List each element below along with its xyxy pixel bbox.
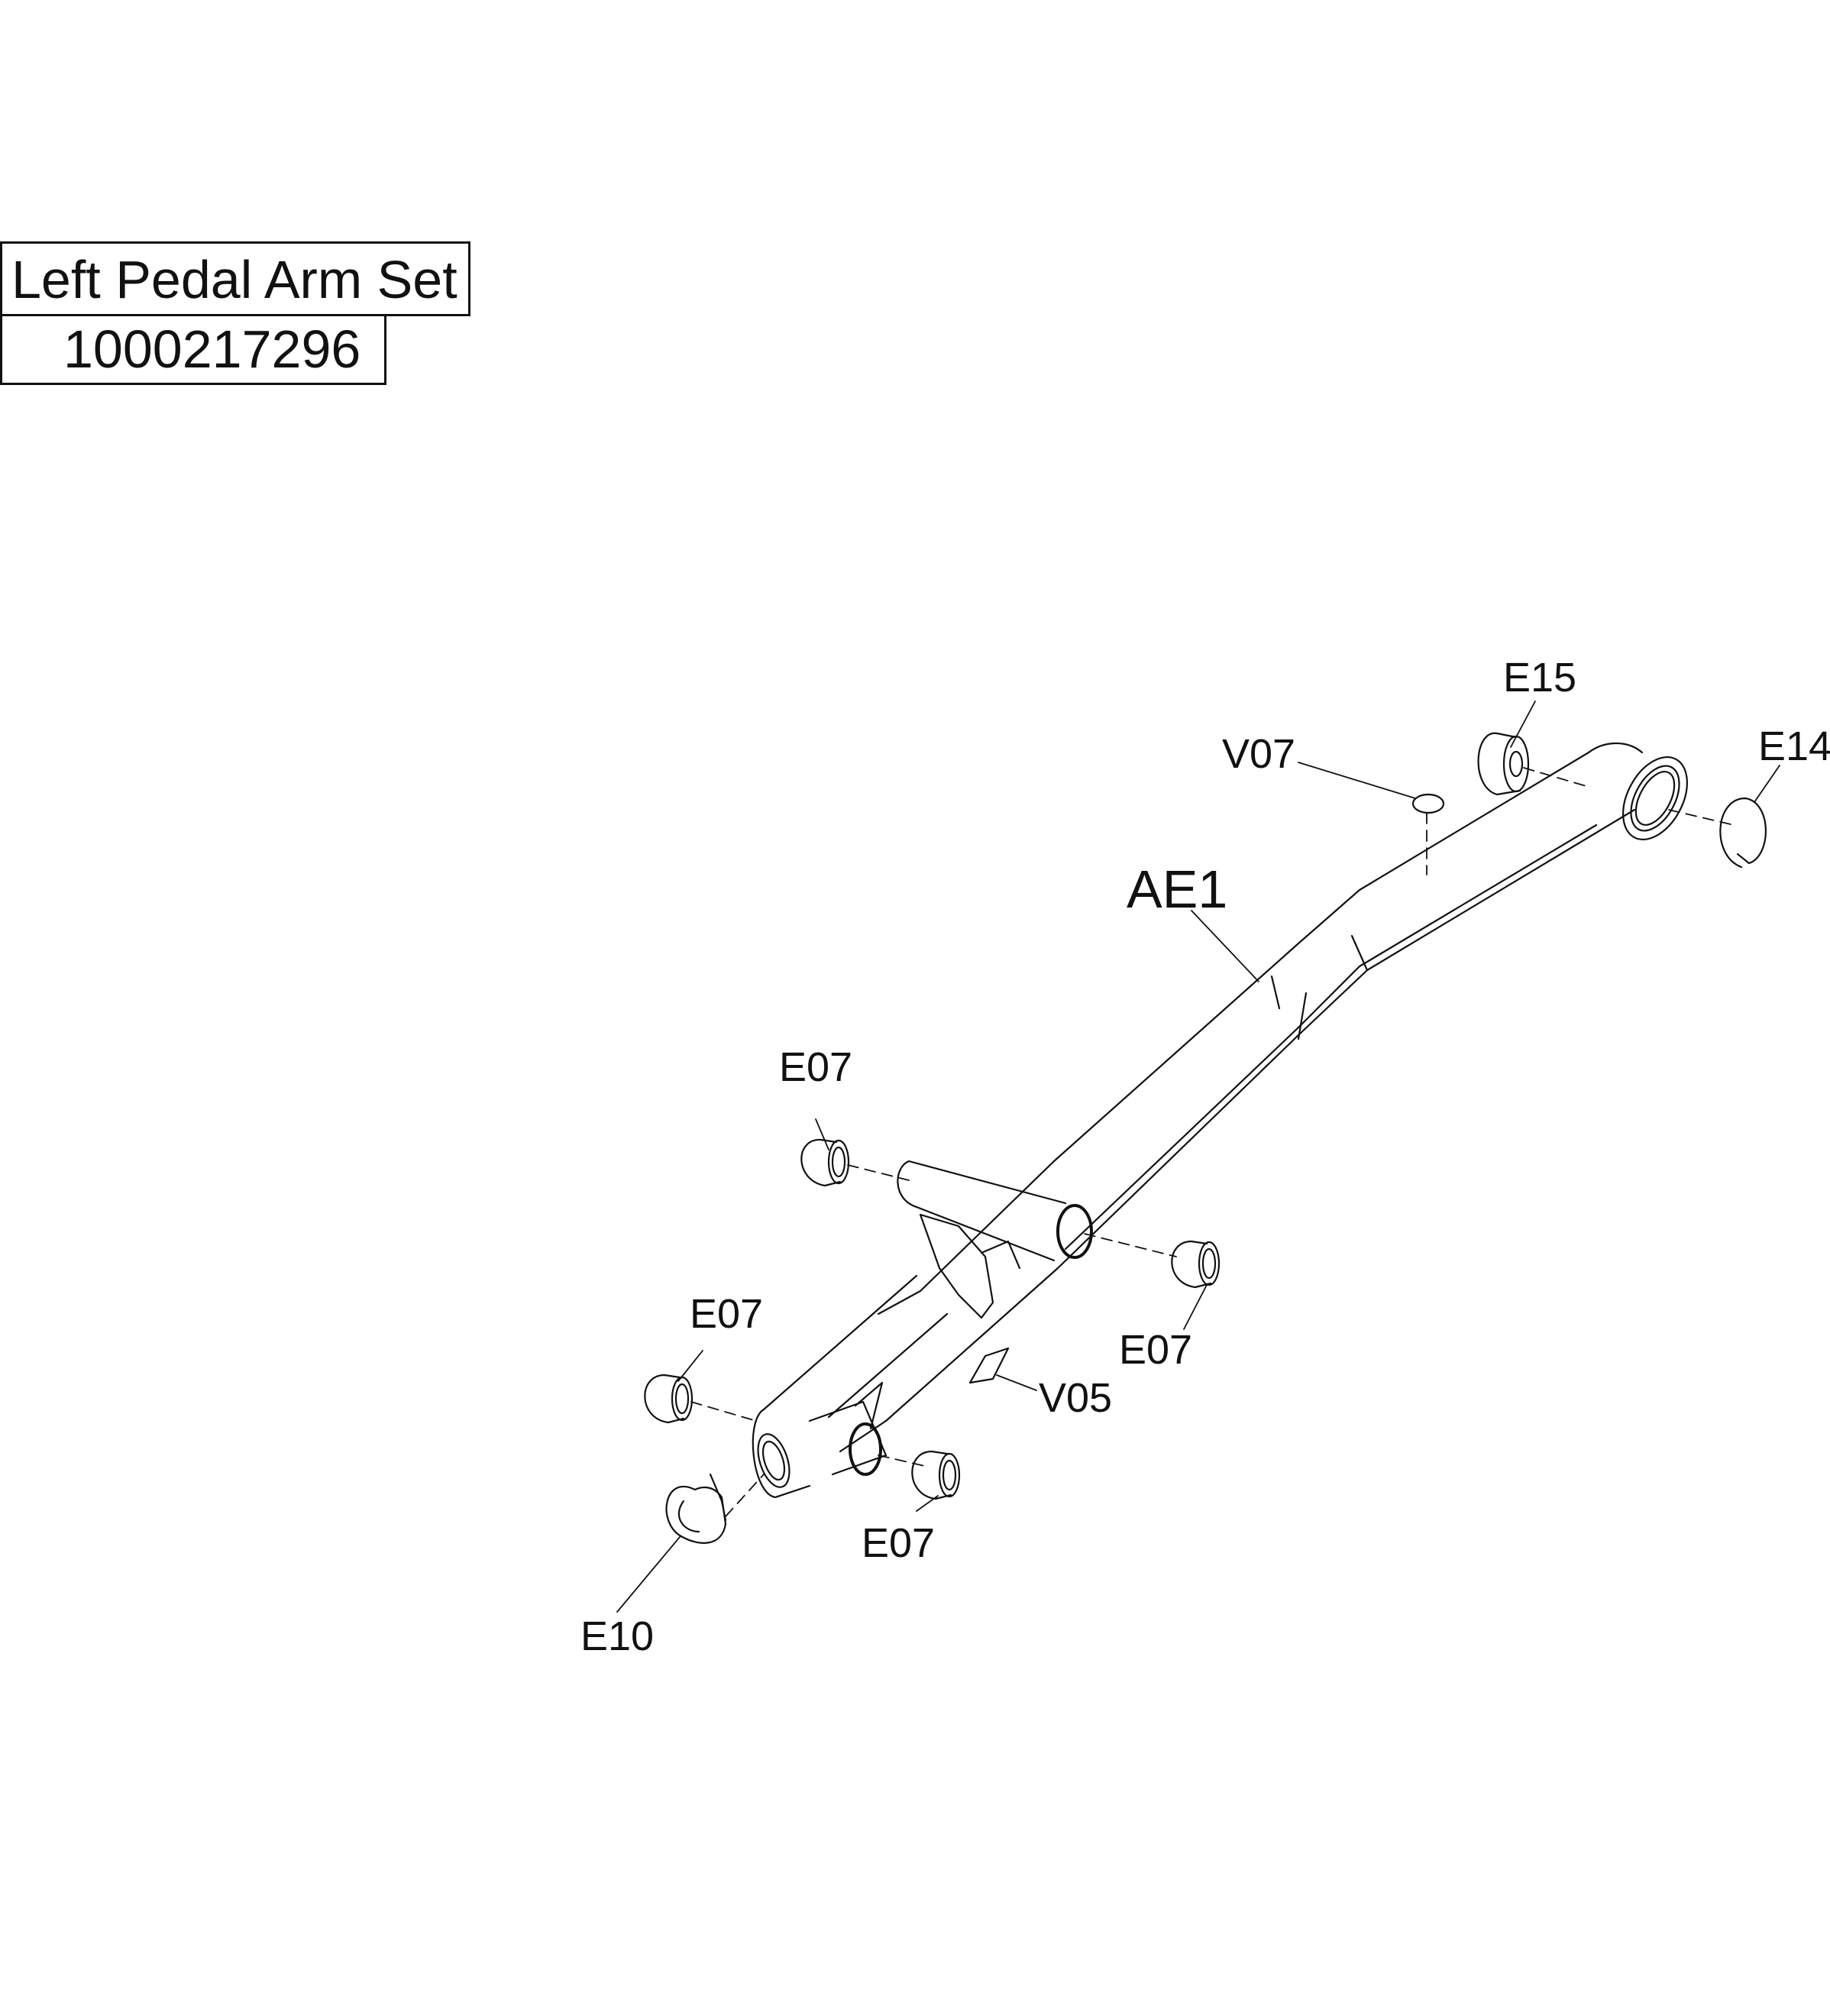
callout-ae1: AE1 [1127,859,1227,919]
pedal-arm-ae1 [752,743,1700,1497]
plug-v07 [1413,794,1444,813]
leader-v05 [997,1375,1036,1390]
callout-e07-right: E07 [1119,1327,1192,1373]
leader-e07b [1184,1285,1207,1329]
end-cap-e10 [667,1474,726,1543]
leader-e07a [816,1119,829,1150]
leader-v07 [1298,762,1415,798]
leader-e10 [617,1537,680,1612]
leader-e07d [917,1496,938,1511]
callout-e07-upper-left: E07 [779,1044,852,1090]
callout-v05: V05 [1039,1375,1112,1421]
leader-e15 [1511,701,1535,747]
callout-e14: E14 [1758,723,1830,769]
bushing-e07-upper-left [801,1140,849,1186]
callout-e07-lower-left: E07 [690,1291,763,1337]
callout-e15: E15 [1503,655,1576,701]
title-part-number: 1000217296 [0,316,386,385]
bushing-e15 [1479,733,1528,794]
bushing-e07-right [1172,1241,1219,1287]
leader-e14 [1754,765,1780,802]
leader-ae1 [1191,911,1259,982]
title-part-name: Left Pedal Arm Set [0,241,470,316]
leader-e07c [678,1351,703,1381]
snap-ring-e14 [1720,798,1766,867]
callout-v07: V07 [1222,731,1295,777]
callout-e10: E10 [580,1613,654,1659]
label-v05 [970,1348,1008,1383]
callout-e07-lower-right: E07 [862,1520,935,1566]
bushing-e07-lower-right [912,1451,959,1499]
bushing-e07-lower-left [645,1375,692,1422]
